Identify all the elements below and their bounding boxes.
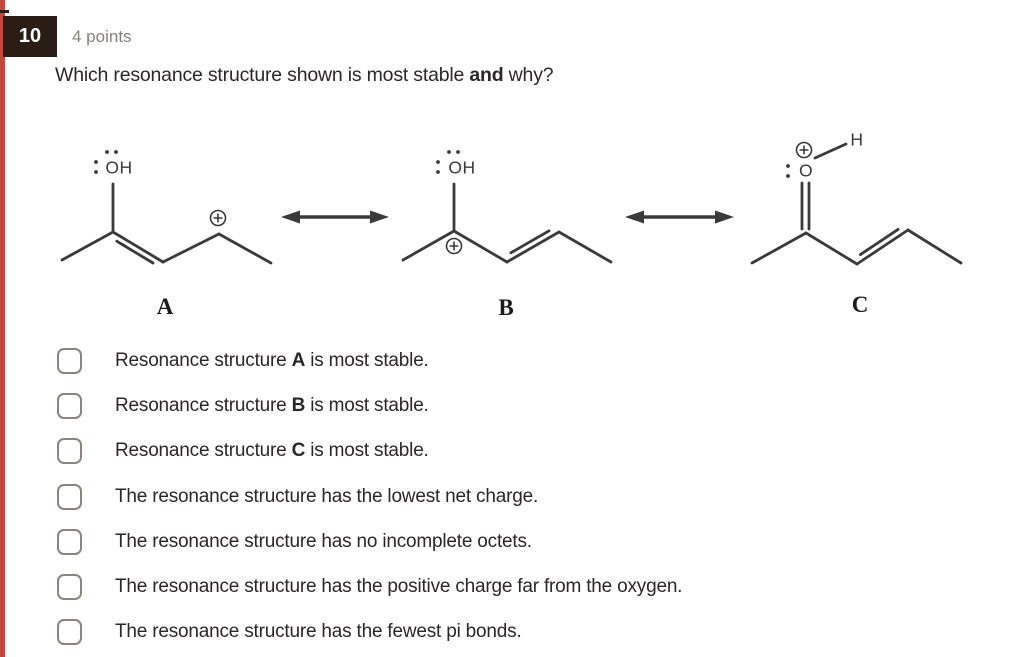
bond-c-3-main <box>855 228 910 266</box>
option-text-bold: A <box>291 349 306 371</box>
bond-c-3-inner <box>859 227 900 257</box>
structure-c-oxygen-label: O <box>798 160 814 181</box>
option-text: The resonance structure has the fewest p… <box>115 621 522 643</box>
option-checkbox-lowest-net-charge[interactable] <box>57 483 82 510</box>
lone-pair-dot <box>436 160 440 164</box>
option-text: The resonance structure has the lowest n… <box>115 485 539 507</box>
option-row-charge-far-from-oxygen: The resonance structure has the positive… <box>57 564 682 609</box>
option-label-no-incomplete-octets[interactable]: The resonance structure has no incomplet… <box>115 531 532 553</box>
option-checkbox-a[interactable] <box>57 347 82 374</box>
bond-b-3-inner <box>509 229 551 255</box>
left-accent-bar <box>0 0 5 657</box>
bond-b-4 <box>557 230 613 264</box>
option-label-lowest-net-charge[interactable]: The resonance structure has the lowest n… <box>115 486 538 508</box>
option-row-c: Resonance structure C is most stable. <box>57 429 682 474</box>
bond-c-1 <box>750 231 808 265</box>
lone-pair-dot <box>94 160 98 164</box>
option-row-a: Resonance structure A is most stable. <box>57 338 682 383</box>
arrow-head-right <box>715 210 734 224</box>
structure-a-plus-charge-icon <box>209 209 227 227</box>
structure-c-hydrogen-label: H <box>850 129 864 150</box>
bond-a-1 <box>60 230 115 262</box>
bond-a-2-main <box>111 230 165 264</box>
question-text: Which resonance structure shown is most … <box>55 62 554 89</box>
option-label-c[interactable]: Resonance structure C is most stable. <box>115 440 429 462</box>
option-checkbox-b[interactable] <box>57 392 82 419</box>
lone-pair-dot <box>456 150 460 154</box>
arrow-head-right <box>370 210 389 224</box>
structure-b-label: B <box>498 295 514 320</box>
lone-pair-dot <box>447 150 451 154</box>
option-row-no-incomplete-octets: The resonance structure has no incomplet… <box>57 519 682 564</box>
structure-a-label: A <box>156 294 174 319</box>
option-text: The resonance structure has no incomplet… <box>115 530 532 552</box>
option-text: Resonance structure <box>115 394 292 416</box>
bond-c-2 <box>804 231 859 266</box>
option-label-a[interactable]: Resonance structure A is most stable. <box>115 350 429 372</box>
resonance-arrow-bc <box>625 210 734 224</box>
structure-b-lone-pairs <box>436 150 460 174</box>
option-checkbox-no-incomplete-octets[interactable] <box>57 528 82 555</box>
bond-b-2 <box>452 229 509 264</box>
structure-c-label: C <box>851 292 869 317</box>
lone-pair-dot <box>105 150 109 154</box>
option-text: is most stable. <box>305 440 429 462</box>
resonance-arrow-ab <box>281 210 389 224</box>
structure-b-plus-charge-icon <box>445 237 463 255</box>
lone-pair-dot <box>786 164 790 168</box>
question-number: 10 <box>18 25 42 47</box>
option-row-b: Resonance structure B is most stable. <box>57 383 682 428</box>
option-text-bold: C <box>291 440 306 462</box>
structure-c-lone-pairs <box>786 164 790 178</box>
option-text: Resonance structure <box>115 349 292 371</box>
option-checkbox-charge-far-from-oxygen[interactable] <box>57 574 82 601</box>
option-row-fewest-pi-bonds: The resonance structure has the fewest p… <box>57 610 682 655</box>
option-text: is most stable. <box>305 349 429 371</box>
arrow-head-left <box>281 210 300 224</box>
lone-pair-dot <box>94 170 98 174</box>
bond-a-3 <box>161 232 221 264</box>
option-text-bold: B <box>291 394 306 416</box>
bond-b-3-main <box>505 230 561 264</box>
top-border-tick <box>0 10 9 13</box>
bond-c-4 <box>906 228 963 265</box>
structure-b-skeleton <box>401 182 613 264</box>
option-row-lowest-net-charge: The resonance structure has the lowest n… <box>57 474 682 519</box>
structure-a-lone-pairs <box>94 150 118 174</box>
option-checkbox-c[interactable] <box>57 438 82 465</box>
option-label-charge-far-from-oxygen[interactable]: The resonance structure has the positive… <box>115 576 682 598</box>
bond-a-2-inner <box>115 239 155 265</box>
answer-options: Resonance structure A is most stable. Re… <box>57 338 682 655</box>
option-label-fewest-pi-bonds[interactable]: The resonance structure has the fewest p… <box>115 621 522 643</box>
arrow-head-left <box>625 210 644 224</box>
structure-a-oh-label: OH <box>105 157 133 178</box>
option-text: is most stable. <box>305 394 429 416</box>
option-text: The resonance structure has the positive… <box>115 576 683 598</box>
points-label: 4 points <box>72 26 132 46</box>
question-text-suffix: why? <box>503 64 554 86</box>
question-text-prefix: Which resonance structure shown is most … <box>55 64 470 86</box>
question-text-bold: and <box>469 64 504 86</box>
option-checkbox-fewest-pi-bonds[interactable] <box>57 619 82 646</box>
structure-a-skeleton <box>60 182 273 265</box>
option-label-b[interactable]: Resonance structure B is most stable. <box>115 395 429 417</box>
structure-b-oh-label: OH <box>448 157 476 178</box>
question-number-badge: 10 <box>3 16 57 57</box>
structure-c-plus-charge-icon <box>795 141 813 159</box>
structure-c-skeleton <box>750 142 963 266</box>
bond-b-1 <box>401 229 456 262</box>
lone-pair-dot <box>114 150 118 154</box>
bond-c-oh <box>813 142 848 160</box>
lone-pair-dot <box>436 170 440 174</box>
lone-pair-dot <box>786 174 790 178</box>
bond-a-4 <box>217 232 273 265</box>
option-text: Resonance structure <box>115 440 292 462</box>
